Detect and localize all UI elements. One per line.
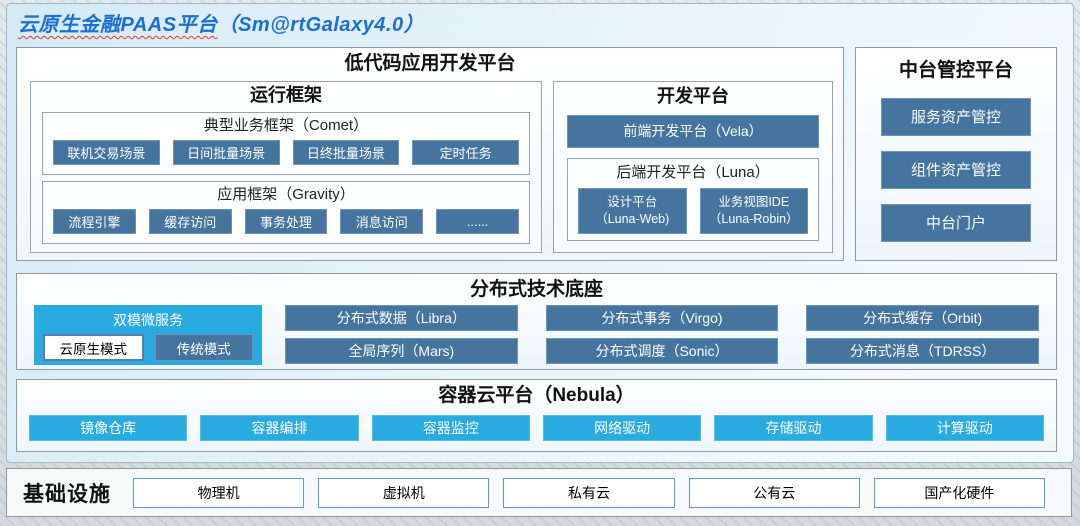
page-title-cn: 云原生金融PAAS平台 (18, 14, 218, 36)
infrastructure-block: 私有云 (503, 477, 675, 508)
midplatform-title: 中台管控平台 (898, 60, 1013, 81)
vela-block: 前端开发平台（Vela） (567, 114, 819, 148)
container-capability-block: 存储驱动 (714, 414, 873, 441)
distributed-block: 全局序列（Mars) (285, 338, 518, 364)
infrastructure-title: 基础设施 (23, 482, 111, 506)
container-capability-block: 容器监控 (371, 414, 530, 441)
section-runtime-framework: 运行框架 典型业务框架（Comet） 联机交易场景 日间批量场景 日终批量场景 … (30, 81, 542, 253)
distributed-block: 分布式消息（TDRSS） (806, 338, 1039, 364)
luna-blocks-row: 设计平台 （Luna-Web) 业务视图IDE （Luna-Robin） (578, 187, 808, 234)
dual-mode-title: 双模微服务 (113, 312, 183, 328)
distributed-grid: 分布式数据（Libra） 分布式事务（Virgo) 分布式缓存（Orbit) 全… (285, 305, 1039, 364)
section-lowcode-platform: 低代码应用开发平台 运行框架 典型业务框架（Comet） 联机交易场景 日间批量… (16, 47, 844, 261)
container-capability-block: 网络驱动 (542, 414, 702, 441)
capability-block: 消息访问 (340, 209, 424, 234)
box-dual-mode-microservice: 双模微服务 云原生模式 传统模式 (34, 305, 262, 365)
scenario-block: 日终批量场景 (292, 140, 400, 165)
section-midplatform-control: 中台管控平台 服务资产管控 组件资产管控 中台门户 (855, 47, 1057, 261)
traditional-mode-block: 传统模式 (154, 334, 253, 361)
section-container-cloud: 容器云平台（Nebula） 镜像仓库 容器编排 容器监控 网络驱动 存储驱动 计… (16, 379, 1057, 452)
page-title: 云原生金融PAAS平台（Sm@rtGalaxy4.0） (18, 8, 424, 37)
capability-block: 缓存访问 (148, 209, 232, 234)
distributed-block: 分布式调度（Sonic） (545, 338, 779, 364)
infrastructure-block: 虚拟机 (318, 477, 490, 508)
gravity-title: 应用框架（Gravity） (217, 186, 355, 203)
infrastructure-block: 物理机 (133, 477, 305, 508)
nebula-title: 容器云平台（Nebula） (438, 385, 635, 406)
capability-block: 事务处理 (244, 209, 328, 234)
box-comet-framework: 典型业务框架（Comet） 联机交易场景 日间批量场景 日终批量场景 定时任务 (42, 112, 530, 175)
infrastructure-block: 公有云 (688, 477, 860, 508)
luna-title: 后端开发平台（Luna） (616, 163, 770, 181)
distributed-block: 分布式事务（Virgo) (545, 305, 779, 331)
container-capability-block: 镜像仓库 (29, 414, 188, 441)
infrastructure-row: 物理机 虚拟机 私有云 公有云 国产化硬件 (133, 477, 1046, 508)
infrastructure-block: 国产化硬件 (873, 477, 1046, 508)
nebula-blocks-row: 镜像仓库 容器编排 容器监控 网络驱动 存储驱动 计算驱动 (29, 414, 1044, 441)
comet-title: 典型业务框架（Comet） (203, 117, 369, 134)
capability-block: 流程引擎 (53, 209, 136, 234)
container-capability-block: 容器编排 (200, 414, 359, 441)
scenario-block: 日间批量场景 (172, 140, 280, 165)
comet-blocks-row: 联机交易场景 日间批量场景 日终批量场景 定时任务 (53, 140, 519, 165)
container-capability-block: 计算驱动 (885, 414, 1044, 441)
box-gravity-framework: 应用框架（Gravity） 流程引擎 缓存访问 事务处理 消息访问 ...... (42, 181, 530, 244)
component-asset-block: 组件资产管控 (881, 150, 1031, 189)
distributed-block: 分布式数据（Libra） (285, 305, 518, 331)
luna-robin-block: 业务视图IDE （Luna-Robin） (699, 187, 808, 234)
page-title-en: （Sm@rtGalaxy4.0） (217, 14, 425, 36)
luna-web-block: 设计平台 （Luna-Web) (578, 187, 687, 234)
section-infrastructure: 基础设施 物理机 虚拟机 私有云 公有云 国产化硬件 (6, 468, 1072, 517)
section-dev-platform: 开发平台 前端开发平台（Vela） 后端开发平台（Luna） 设计平台 （Lun… (553, 81, 833, 253)
midplatform-portal-block: 中台门户 (881, 203, 1031, 242)
runtime-title: 运行框架 (250, 85, 322, 105)
scenario-block: 定时任务 (412, 140, 519, 165)
gravity-blocks-row: 流程引擎 缓存访问 事务处理 消息访问 ...... (53, 209, 519, 234)
section-distributed-base: 分布式技术底座 双模微服务 云原生模式 传统模式 分布式数据（Libra） 分布… (16, 273, 1057, 370)
box-luna-backend: 后端开发平台（Luna） 设计平台 （Luna-Web) 业务视图IDE （Lu… (567, 157, 819, 241)
lowcode-title: 低代码应用开发平台 (344, 53, 516, 74)
scenario-block: 联机交易场景 (53, 140, 160, 165)
distributed-block: 分布式缓存（Orbit) (806, 305, 1039, 331)
dual-mode-row: 云原生模式 传统模式 (43, 334, 253, 361)
distributed-title: 分布式技术底座 (469, 279, 603, 300)
capability-block: ...... (436, 209, 519, 234)
dev-title: 开发平台 (657, 86, 729, 106)
cloud-native-mode-block: 云原生模式 (43, 334, 144, 361)
service-asset-block: 服务资产管控 (881, 97, 1031, 136)
